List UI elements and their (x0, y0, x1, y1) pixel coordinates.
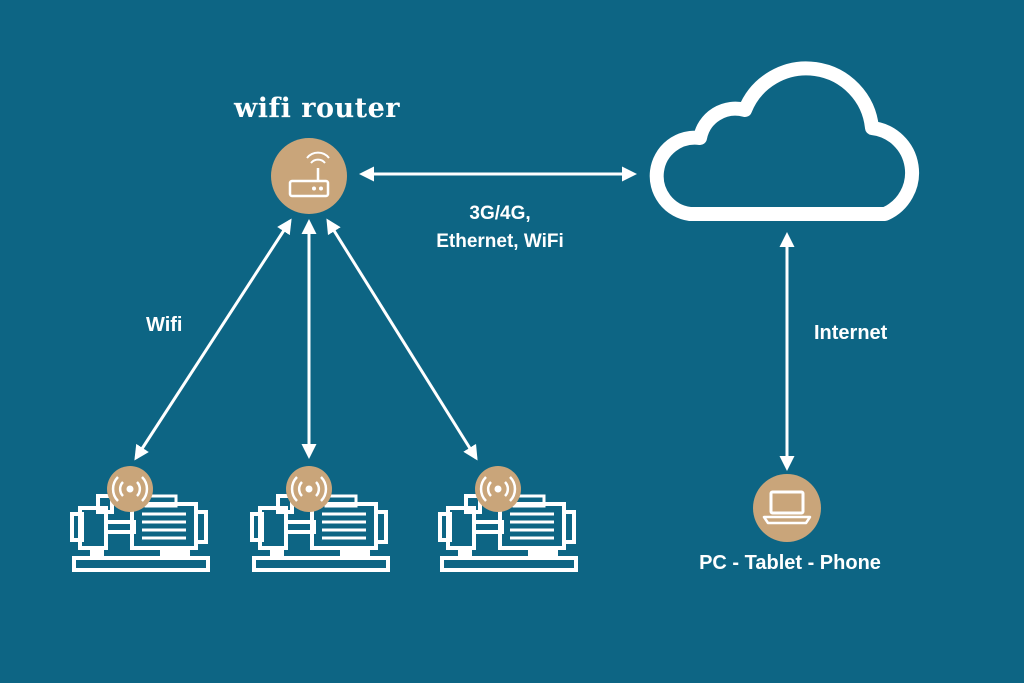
router-pump3-arrow (326, 218, 478, 461)
wireless-signal-icon (284, 464, 334, 514)
router-icon (271, 138, 347, 214)
laptop-icon (753, 474, 821, 542)
connection-label-line2: Ethernet, WiFi (436, 231, 564, 252)
connection-label: 3G/4G, Ethernet, WiFi (390, 200, 610, 256)
wireless-signal-icon (105, 464, 155, 514)
wireless-signal-icon (473, 464, 523, 514)
connection-label-line1: 3G/4G, (469, 203, 531, 224)
wifi-label: Wifi (146, 314, 183, 336)
router-title: wifi router (233, 93, 400, 124)
router-pump1-arrow (134, 218, 292, 461)
devices-label: PC - Tablet - Phone (699, 552, 881, 574)
internet-label: Internet (814, 322, 888, 344)
cloud-icon (649, 61, 920, 221)
